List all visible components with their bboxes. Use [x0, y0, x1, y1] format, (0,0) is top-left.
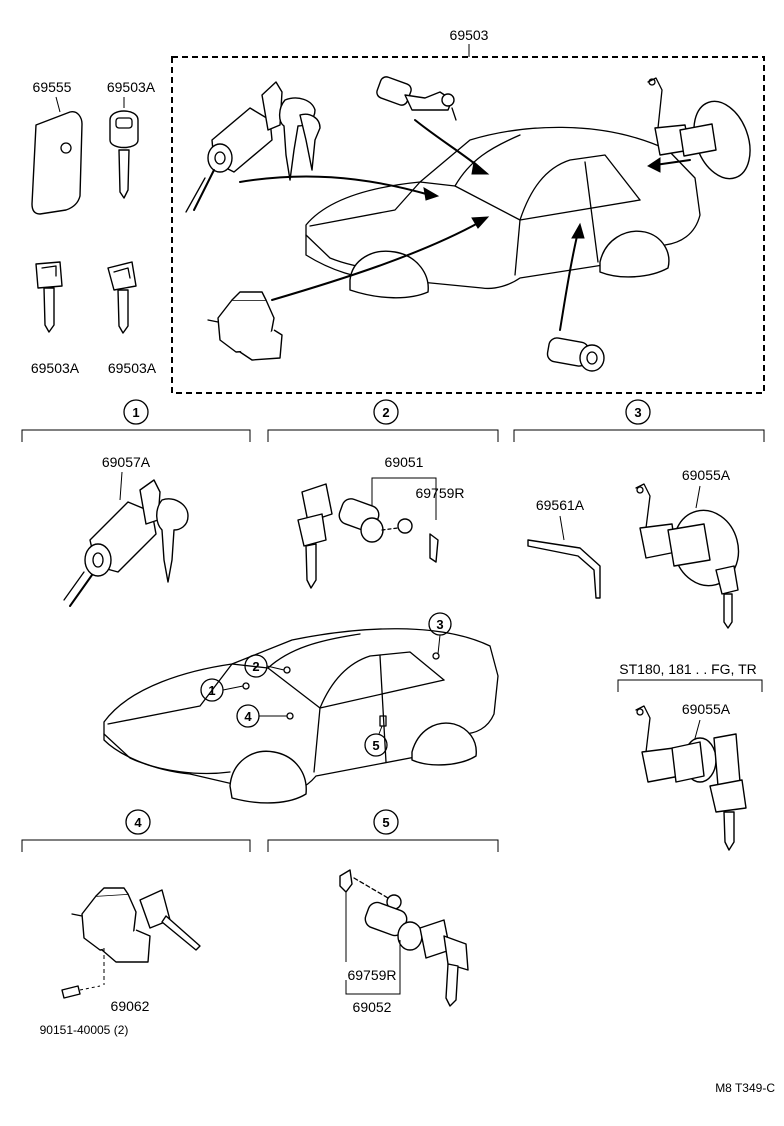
- trunk-cylinder: [635, 483, 740, 629]
- callout-3-header: 3: [634, 405, 641, 420]
- section-bracket-3: [513, 399, 765, 442]
- callout-5-on-car: [364, 725, 388, 757]
- part-number-69057A: 69057A: [102, 454, 151, 470]
- trunk-cylinder-top: [647, 77, 751, 180]
- catalog-code: M8 T349-C: [715, 1081, 775, 1095]
- part-number-69561A: 69561A: [536, 497, 585, 513]
- callout-4-marker: 4: [244, 709, 252, 724]
- key-number-plate: [31, 96, 83, 215]
- section-bracket-1: [21, 399, 251, 442]
- assembly-set-box: [171, 44, 765, 394]
- callout-2-header: 2: [382, 405, 389, 420]
- door-cylinder-front: [297, 483, 439, 589]
- key-bottom-right: [107, 261, 137, 334]
- callout-3-on-car: [428, 612, 452, 655]
- callout-1-header: 1: [132, 405, 139, 420]
- opener-link-rod: [527, 515, 601, 599]
- variant-caption: ST180, 181 . . FG, TR: [619, 661, 756, 677]
- callout-3-marker: 3: [436, 617, 443, 632]
- part-number-69503A-bottom-left: 69503A: [31, 360, 80, 376]
- glove-lock-top: [207, 291, 283, 361]
- variant-bracket: [617, 679, 763, 692]
- part-number-69503A-bottom-right: 69503A: [108, 360, 157, 376]
- part-number-90151-40005: 90151-40005 (2): [40, 1023, 129, 1037]
- part-number-69051: 69051: [385, 454, 424, 470]
- part-number-69503: 69503: [450, 27, 489, 43]
- ignition-cylinder: [63, 471, 189, 607]
- callout-1-on-car: [200, 678, 244, 702]
- part-number-69555: 69555: [33, 79, 72, 95]
- callout-1-marker: 1: [208, 683, 215, 698]
- door-cylinder-top-lower: [546, 337, 605, 372]
- part-number-69062: 69062: [111, 998, 150, 1014]
- part-number-69759R-front: 69759R: [415, 485, 464, 501]
- callout-2-marker: 2: [252, 659, 259, 674]
- glove-compartment-lock: [61, 887, 201, 999]
- part-number-69503A-top: 69503A: [107, 79, 156, 95]
- part-number-69055A-variant: 69055A: [682, 701, 731, 717]
- door-cylinder-top-upper: [376, 76, 457, 121]
- section-bracket-2: [267, 399, 499, 442]
- section-bracket-5: [267, 809, 499, 852]
- part-number-69052: 69052: [353, 999, 392, 1015]
- section-bracket-4: [21, 809, 251, 852]
- callout-2-on-car: [244, 654, 285, 678]
- callout-5-marker: 5: [372, 738, 379, 753]
- door-cylinder-rear: [339, 869, 469, 1007]
- trunk-cylinder-variant: [635, 705, 747, 851]
- car-illustration-top: [305, 126, 701, 299]
- part-number-69055A: 69055A: [682, 467, 731, 483]
- indicator-arrows: [239, 119, 691, 331]
- part-number-69759R-rear: 69759R: [347, 967, 396, 983]
- callout-4-header: 4: [134, 815, 142, 830]
- car-illustration-middle: [103, 628, 499, 804]
- key-bottom-left: [35, 261, 63, 333]
- callout-4-on-car: [236, 704, 287, 728]
- master-key-top: [109, 97, 139, 199]
- ignition-cylinder-top: [185, 81, 321, 213]
- leader-69051: [371, 477, 437, 520]
- callout-5-header: 5: [382, 815, 389, 830]
